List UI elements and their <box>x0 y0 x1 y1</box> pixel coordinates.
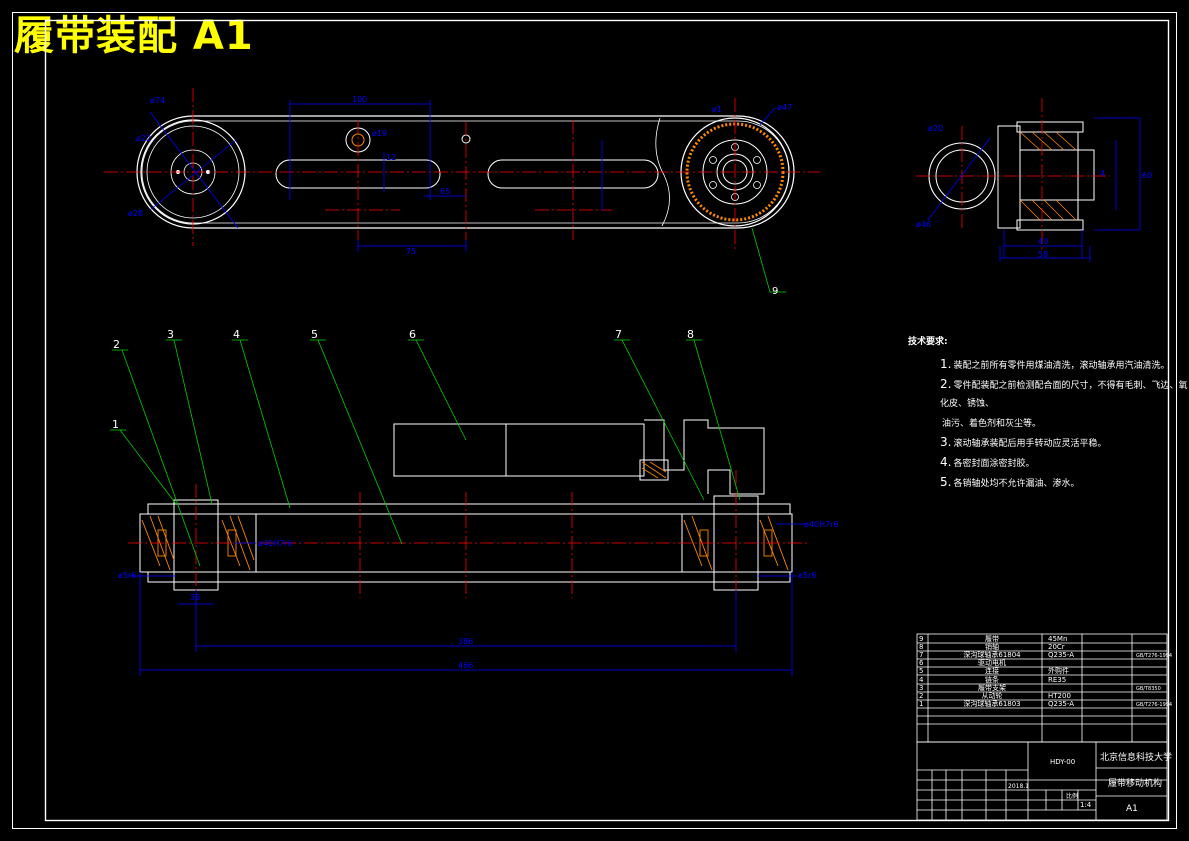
title-block-date: 2018.1 <box>1008 783 1029 790</box>
bom-row-5-material: 外购件 <box>1048 666 1069 675</box>
title-block-sheet-size: A1 <box>1126 804 1138 814</box>
title-block-school: 北京信息科技大学 <box>1100 751 1172 763</box>
track-belt-inner <box>141 120 790 224</box>
dim-label: 100 <box>352 95 367 104</box>
dim-label: ø40H7r6 <box>258 539 293 548</box>
bom-row-1-no: 1 <box>919 700 923 708</box>
track-belt-outline <box>136 115 795 229</box>
requirement-item-1: 1.装配之前所有零件用煤油清洗，滚动轴承用汽油清洗。 <box>940 357 1170 371</box>
dim-label: ø28 <box>128 209 143 218</box>
dim-label: 386 <box>458 637 473 646</box>
bom-row-3-no: 3 <box>919 684 923 692</box>
title-block-drawing-name: 履带移动机构 <box>1108 777 1162 789</box>
bom-row-9-no: 9 <box>919 635 923 643</box>
top-view: ø74 ø22 ø28 100 ø19 ø1 ø47 12 65 75 9 <box>104 88 820 297</box>
bom-row-3-std: GB/T8350 <box>1136 686 1161 692</box>
bom-row-3-name: 履带支架 <box>978 683 1006 692</box>
dim-label: 36 <box>190 593 200 602</box>
title-block-sheet-code: HDY-00 <box>1050 758 1075 766</box>
dim-label: ø74 <box>150 96 165 105</box>
inner-border <box>44 19 1170 822</box>
bom-row-2-no: 2 <box>919 692 923 700</box>
title-block-scale-label: 比例 <box>1066 792 1078 800</box>
balloon-9: 9 <box>772 286 778 297</box>
bom-row-4-no: 4 <box>919 676 924 684</box>
bom-row-2-material: HT200 <box>1048 692 1071 700</box>
requirement-item-2b: 油污、着色剂和灰尘等。 <box>942 419 1042 429</box>
bom-row-7-name: 深沟球轴承61804 <box>963 650 1021 659</box>
motor <box>393 423 645 477</box>
dim-label: 75 <box>406 247 416 256</box>
bom-row-9-name: 履带 <box>985 635 999 643</box>
bom-row-8-no: 8 <box>919 643 923 651</box>
dim-label: 65 <box>440 187 450 196</box>
dim-label: ø5r6 <box>798 571 816 580</box>
bom-row-6-name: 驱动电机 <box>978 658 1006 667</box>
balloon-1: 1 <box>112 418 119 431</box>
dim-label: ø1 <box>712 105 722 114</box>
bom-row-1-material: Q235-A <box>1048 700 1074 708</box>
bom-row-8-name: 销轴 <box>985 642 999 651</box>
bom-row-9-material: 45Mn <box>1048 635 1067 643</box>
side-view: ø20 ø46 40 58 60 4 <box>916 98 1152 262</box>
dim-label: ø46 <box>916 220 931 229</box>
dim-label: ø20 <box>928 124 943 133</box>
bill-of-materials <box>916 633 1168 743</box>
title-block <box>916 741 1168 821</box>
balloon-2: 2 <box>113 338 120 351</box>
outer-border <box>12 12 1177 829</box>
track-frame-bottom <box>147 571 791 583</box>
bom-row-7-std: GB/T276-1994 <box>1136 653 1172 659</box>
motor-bracket <box>644 419 765 495</box>
dim-label: ø22 <box>136 134 151 143</box>
dim-label: 4 <box>1100 169 1105 178</box>
bom-row-4-material: RE35 <box>1048 676 1066 684</box>
bom-row-2-name: 从动轮 <box>982 691 1003 700</box>
requirement-item-4: 4.各密封面涂密封胶。 <box>940 455 1035 469</box>
drawing-title: 履带装配 A1 <box>14 13 254 59</box>
dim-label: ø19 <box>372 129 387 138</box>
bom-row-7-no: 7 <box>919 651 923 659</box>
balloon-4: 4 <box>233 328 240 341</box>
balloon-6: 6 <box>409 328 416 341</box>
dim-label: 40 <box>1038 237 1048 246</box>
dim-label: 12 <box>386 153 396 162</box>
title-block-scale: 1:4 <box>1080 801 1092 809</box>
dim-label: ø5r6 <box>118 571 136 580</box>
technical-requirements-heading: 技术要求: <box>908 337 948 347</box>
bom-row-8-material: 20Cr <box>1048 643 1065 651</box>
track-frame-top <box>147 503 791 515</box>
bom-row-6-no: 6 <box>919 659 924 667</box>
dim-label: ø40H7r6 <box>804 520 839 529</box>
bom-row-5-name: 连接 <box>985 666 999 675</box>
balloon-8: 8 <box>687 328 694 341</box>
bom-row-1-name: 深沟球轴承61803 <box>963 699 1020 708</box>
bom-row-7-material: Q235-A <box>1048 651 1074 659</box>
bom-row-4-name: 链条 <box>985 675 999 684</box>
balloon-7: 7 <box>615 328 622 341</box>
dim-label: ø47 <box>777 103 792 112</box>
dim-label: 60 <box>1142 171 1152 180</box>
bom-row-5-no: 5 <box>919 667 923 675</box>
bom-row-1-std: GB/T276-1994 <box>1136 702 1172 708</box>
dim-label: 58 <box>1038 250 1048 259</box>
technical-requirements: 技术要求: 1.装配之前所有零件用煤油清洗，滚动轴承用汽油清洗。 2.零件配装配… <box>908 333 1189 493</box>
requirement-item-2: 2.零件配装配之前检测配合面的尺寸，不得有毛刺、飞边、氧化皮、锈蚀、 <box>940 377 1188 409</box>
balloon-5: 5 <box>311 328 318 341</box>
requirement-item-5: 5.各销轴处均不允许漏油、渗水。 <box>940 475 1080 489</box>
front-view: ø5r6 ø40H7r6 ø40H7r6 ø5r6 36 386 466 1 2… <box>110 328 839 676</box>
requirement-item-3: 3.滚动轴承装配后用手转动应灵活平稳。 <box>940 435 1107 449</box>
balloon-3: 3 <box>167 328 174 341</box>
dim-label: 466 <box>458 661 473 670</box>
